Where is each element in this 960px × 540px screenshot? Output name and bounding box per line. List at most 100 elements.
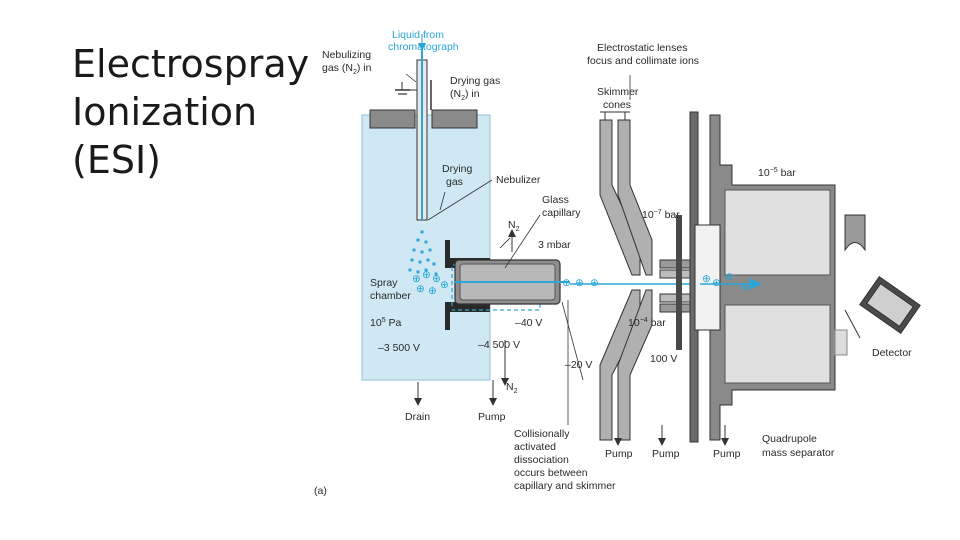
label-lenses-line1: Electrostatic lenses bbox=[597, 42, 687, 54]
label-drain: Drain bbox=[405, 411, 430, 423]
label-spray-line2: chamber bbox=[370, 290, 411, 302]
svg-text:⊕: ⊕ bbox=[702, 273, 711, 285]
skimmer-bracket bbox=[604, 112, 626, 120]
detector-base bbox=[834, 329, 848, 356]
label-bar5-b: bar bbox=[778, 167, 797, 179]
svg-text:⊕: ⊕ bbox=[432, 273, 441, 285]
label-nebulizing-line2: gas (N2) in bbox=[322, 62, 372, 76]
detector-slit bbox=[844, 214, 866, 252]
label-cad-line1: Collisionally bbox=[514, 428, 570, 440]
label-bar7: 10−7 bar bbox=[642, 209, 680, 221]
leader-lines bbox=[405, 73, 631, 425]
label-pump-4: Pump bbox=[713, 448, 741, 460]
label-pa-b: Pa bbox=[386, 317, 402, 329]
label-cad-line3: dissociation bbox=[514, 454, 569, 466]
slide-title: Electrospray Ionization (ESI) bbox=[72, 40, 309, 184]
detector bbox=[859, 276, 921, 334]
svg-text:⊕: ⊕ bbox=[575, 277, 584, 289]
label-cad-line5: capillary and skimmer bbox=[514, 480, 616, 492]
label-bar7-b: bar bbox=[662, 209, 681, 221]
label-detector: Detector bbox=[872, 347, 912, 359]
lens-plate-1 bbox=[676, 215, 682, 350]
skimmer-cone-lower-2 bbox=[617, 289, 653, 441]
label-bar7-a: 10 bbox=[642, 209, 654, 221]
label-bar7-sup: −7 bbox=[654, 209, 662, 216]
svg-text:⊕: ⊕ bbox=[590, 277, 599, 289]
label-bar4: 10−4 bar bbox=[628, 317, 666, 329]
label-drying-line2: gas bbox=[446, 176, 463, 188]
label-pa-a: 10 bbox=[370, 317, 382, 329]
label-drying-gas-in-line2: (N2) in bbox=[450, 88, 480, 102]
label-nebulizing-sub: 2 bbox=[353, 69, 357, 76]
label-drying-gas-in-line1: Drying gas bbox=[450, 75, 500, 87]
lens-ions: ⊕ ⊕ ⊕ bbox=[562, 277, 599, 289]
label-pa-sup: 5 bbox=[382, 317, 386, 324]
svg-text:⊕: ⊕ bbox=[416, 283, 425, 295]
chamber-cap-left bbox=[369, 109, 416, 129]
detector-mount bbox=[844, 309, 861, 339]
title-line-2: Ionization bbox=[72, 90, 258, 134]
label-drying-line1: Drying bbox=[442, 163, 473, 175]
label-n2-bottom-sub: 2 bbox=[514, 388, 518, 395]
label-pump-2: Pump bbox=[605, 448, 633, 460]
chamber-cap-right bbox=[431, 109, 478, 129]
panel-label: (a) bbox=[314, 485, 327, 497]
label-skimmer-line2: cones bbox=[603, 99, 631, 111]
label-v20: –20 V bbox=[565, 359, 592, 371]
svg-text:⊕: ⊕ bbox=[412, 273, 421, 285]
label-cad-line4: occurs between bbox=[514, 467, 588, 479]
label-bar5-a: 10 bbox=[758, 167, 770, 179]
label-pump-3: Pump bbox=[652, 448, 680, 460]
esi-diagram: ⊕⊕⊕ ⊕⊕⊕ ⊕⊕⊕ ⊕⊕⊕⊕ bbox=[314, 29, 921, 497]
label-v40: –40 V bbox=[515, 317, 542, 329]
svg-text:⊕: ⊕ bbox=[428, 285, 437, 297]
title-line-3: (ESI) bbox=[72, 138, 161, 182]
label-nebulizing-in: ) in bbox=[357, 62, 372, 74]
label-bar5: 10−5 bar bbox=[758, 167, 796, 179]
svg-text:⊕: ⊕ bbox=[422, 269, 431, 281]
svg-text:⊕: ⊕ bbox=[740, 281, 749, 293]
label-nebulizer: Nebulizer bbox=[496, 174, 541, 186]
label-pump-1: Pump bbox=[478, 411, 506, 423]
label-bar5-sup: −5 bbox=[770, 167, 778, 174]
label-glass-capillary-line2: capillary bbox=[542, 207, 581, 219]
label-lenses-line2: focus and collimate ions bbox=[587, 55, 699, 67]
label-bar4-b: bar bbox=[648, 317, 667, 329]
title-line-1: Electrospray bbox=[72, 42, 310, 86]
svg-text:⊕: ⊕ bbox=[562, 277, 571, 289]
label-liquid-line1: Liquid from bbox=[392, 29, 444, 41]
label-bar4-a: 10 bbox=[628, 317, 640, 329]
label-quad-line2: mass separator bbox=[762, 447, 835, 459]
label-drying-gas-in-sub: 2 bbox=[461, 95, 465, 102]
label-drying-gas-in-a: (N bbox=[450, 88, 461, 100]
svg-text:⊕: ⊕ bbox=[712, 277, 721, 289]
label-n2-bottom: N2 bbox=[506, 381, 518, 395]
label-n2-sub: 2 bbox=[516, 226, 520, 233]
label-v100: 100 V bbox=[650, 353, 677, 365]
label-bar4-sup: −4 bbox=[640, 317, 648, 324]
quadrupole-rod-upper bbox=[724, 189, 831, 276]
label-nebulizing-line1: Nebulizing bbox=[322, 49, 371, 61]
label-v4500: –4 500 V bbox=[478, 339, 520, 351]
label-pa: 105 Pa bbox=[370, 317, 402, 329]
counter-electrode-lower bbox=[445, 302, 490, 330]
quad-ions: ⊕⊕⊕⊕ bbox=[702, 271, 749, 293]
spray-plume bbox=[408, 230, 438, 276]
label-glass-capillary-line1: Glass bbox=[542, 194, 569, 206]
label-n2-a: N bbox=[508, 219, 516, 231]
label-liquid-line2: chromatograph bbox=[388, 41, 459, 53]
svg-text:⊕: ⊕ bbox=[440, 279, 449, 291]
skimmer-cone-upper-2 bbox=[617, 119, 653, 276]
label-3mbar: 3 mbar bbox=[538, 239, 571, 251]
label-cad-line2: activated bbox=[514, 441, 556, 453]
skimmer-cone-upper bbox=[599, 119, 641, 276]
quadrupole-rod-lower bbox=[724, 304, 831, 384]
spray-ions: ⊕⊕⊕ ⊕⊕⊕ bbox=[412, 269, 449, 297]
label-n2: N2 bbox=[508, 219, 520, 233]
label-spray-line1: Spray bbox=[370, 277, 398, 289]
label-quad-line1: Quadrupole bbox=[762, 433, 817, 445]
label-n2-bottom-a: N bbox=[506, 381, 514, 393]
label-skimmer-line1: Skimmer bbox=[597, 86, 639, 98]
quadrupole-entrance bbox=[694, 224, 721, 331]
svg-text:⊕: ⊕ bbox=[725, 271, 734, 283]
